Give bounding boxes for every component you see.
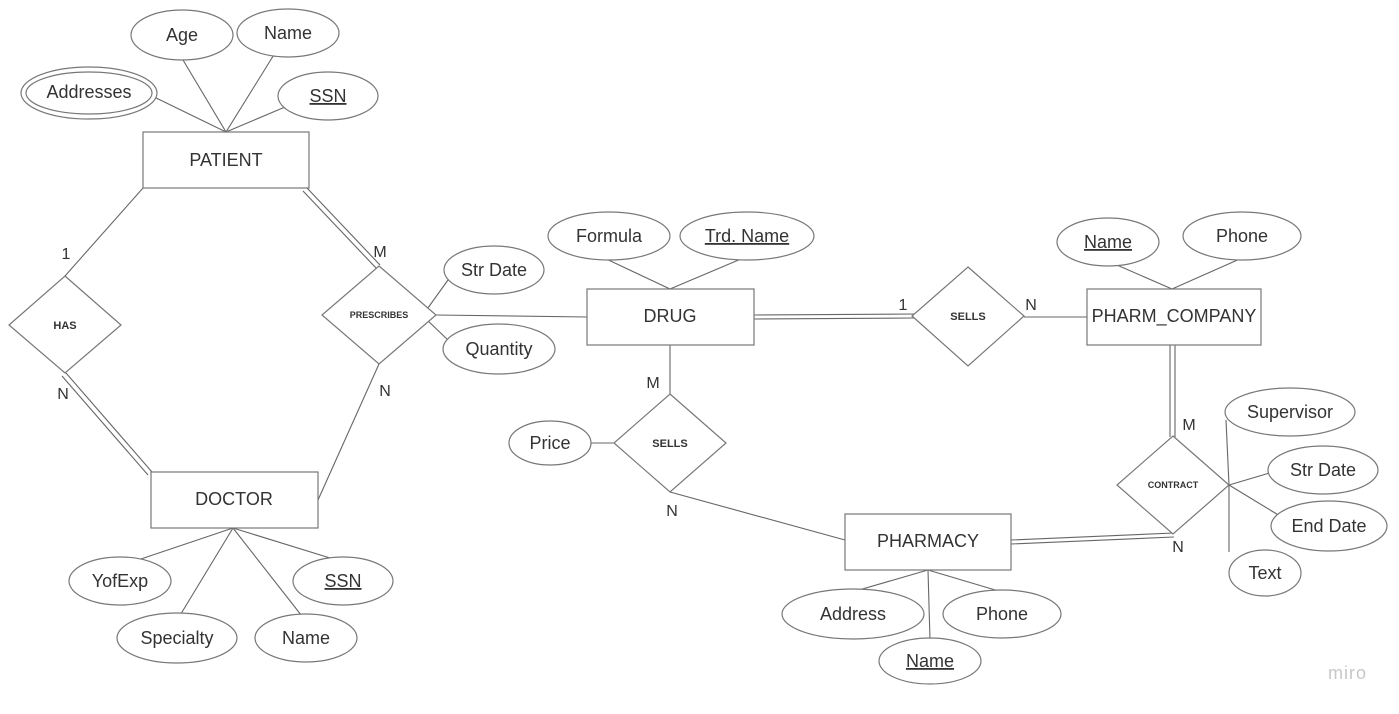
entity-pharmacy-label: PHARMACY [877,531,979,551]
attr-company-name: Name [1056,217,1160,267]
attr-patient-name: Name [236,8,340,58]
svg-text:Str Date: Str Date [1290,460,1356,480]
card-sells-pharmacy-drug: M [646,375,659,392]
card-prescribes-patient: M [373,244,386,261]
card-sells-pharmacy-pharmacy: N [666,503,678,520]
cardinality-labels: 1 N M N 1 N M N M N [57,244,1195,556]
relationship-sells-pharmacy: SELLS [613,393,727,493]
attr-contract-supervisor: Supervisor [1224,387,1356,437]
entity-pharm-company-label: PHARM_COMPANY [1092,306,1257,327]
svg-text:Name: Name [1084,232,1132,252]
card-has-doctor: N [57,386,69,403]
attr-pharmacy-name: Name [878,637,982,685]
attr-prescribes-quantity: Quantity [442,323,556,375]
svg-text:Phone: Phone [976,604,1028,624]
entity-doctor: DOCTOR [150,471,319,529]
attr-doctor-name: Name [254,613,358,663]
card-sells-company-company: N [1025,297,1037,314]
miro-watermark: miro [1328,663,1367,683]
attr-pharmacy-address: Address [781,588,925,640]
attr-contract-text: Text [1228,549,1302,597]
svg-text:Supervisor: Supervisor [1247,402,1333,422]
svg-text:Name: Name [282,628,330,648]
attr-pharmacy-phone: Phone [942,589,1062,639]
svg-text:Str Date: Str Date [461,260,527,280]
svg-text:Quantity: Quantity [465,339,532,359]
card-prescribes-doctor: N [379,383,391,400]
entity-patient: PATIENT [142,131,310,189]
svg-text:Addresses: Addresses [46,82,131,102]
attr-contract-str-date: Str Date [1267,445,1379,495]
relationship-sells-company: SELLS [911,266,1025,367]
card-contract-pharmacy: N [1172,539,1184,556]
attr-drug-formula: Formula [547,211,671,261]
attr-doctor-specialty: Specialty [116,612,238,664]
svg-text:Price: Price [529,433,570,453]
attr-sells-price: Price [508,420,592,466]
attr-prescribes-str-date: Str Date [443,245,545,295]
attr-patient-ssn: SSN [277,71,379,121]
attr-company-phone: Phone [1182,211,1302,261]
attr-doctor-ssn: SSN [292,556,394,606]
svg-text:Specialty: Specialty [140,628,213,648]
svg-text:Age: Age [166,25,198,45]
relationship-sells-company-label: SELLS [950,311,985,323]
svg-text:YofExp: YofExp [92,571,148,591]
svg-text:Name: Name [264,23,312,43]
svg-text:Text: Text [1248,563,1281,583]
relationship-contract: CONTRACT [1116,435,1230,535]
attr-doctor-yofexp: YofExp [68,556,172,606]
svg-text:SSN: SSN [309,86,346,106]
svg-text:End Date: End Date [1291,516,1366,536]
attr-contract-end-date: End Date [1270,500,1388,552]
entity-drug-label: DRUG [644,306,697,326]
attr-patient-addresses: Addresses [20,66,158,120]
attr-patient-age: Age [130,9,234,61]
relationship-has: HAS [8,275,122,374]
svg-text:Trd. Name: Trd. Name [705,226,789,246]
card-has-patient: 1 [62,246,71,263]
entity-patient-label: PATIENT [189,150,262,170]
entity-pharmacy: PHARMACY [844,513,1012,571]
relationship-sells-pharmacy-label: SELLS [652,438,687,450]
relationship-has-label: HAS [53,320,76,332]
entity-doctor-label: DOCTOR [195,489,273,509]
svg-text:SSN: SSN [324,571,361,591]
attr-drug-trd-name: Trd. Name [679,211,815,261]
relationship-prescribes: PRESCRIBES [321,265,437,365]
svg-text:Formula: Formula [576,226,643,246]
entity-drug: DRUG [586,288,755,346]
card-sells-company-drug: 1 [899,297,908,314]
relationship-contract-label: CONTRACT [1148,480,1199,490]
card-contract-company: M [1182,417,1195,434]
entity-pharm-company: PHARM_COMPANY [1086,288,1262,346]
svg-text:Phone: Phone [1216,226,1268,246]
svg-text:Address: Address [820,604,886,624]
svg-text:Name: Name [906,651,954,671]
relationship-prescribes-label: PRESCRIBES [350,310,409,320]
